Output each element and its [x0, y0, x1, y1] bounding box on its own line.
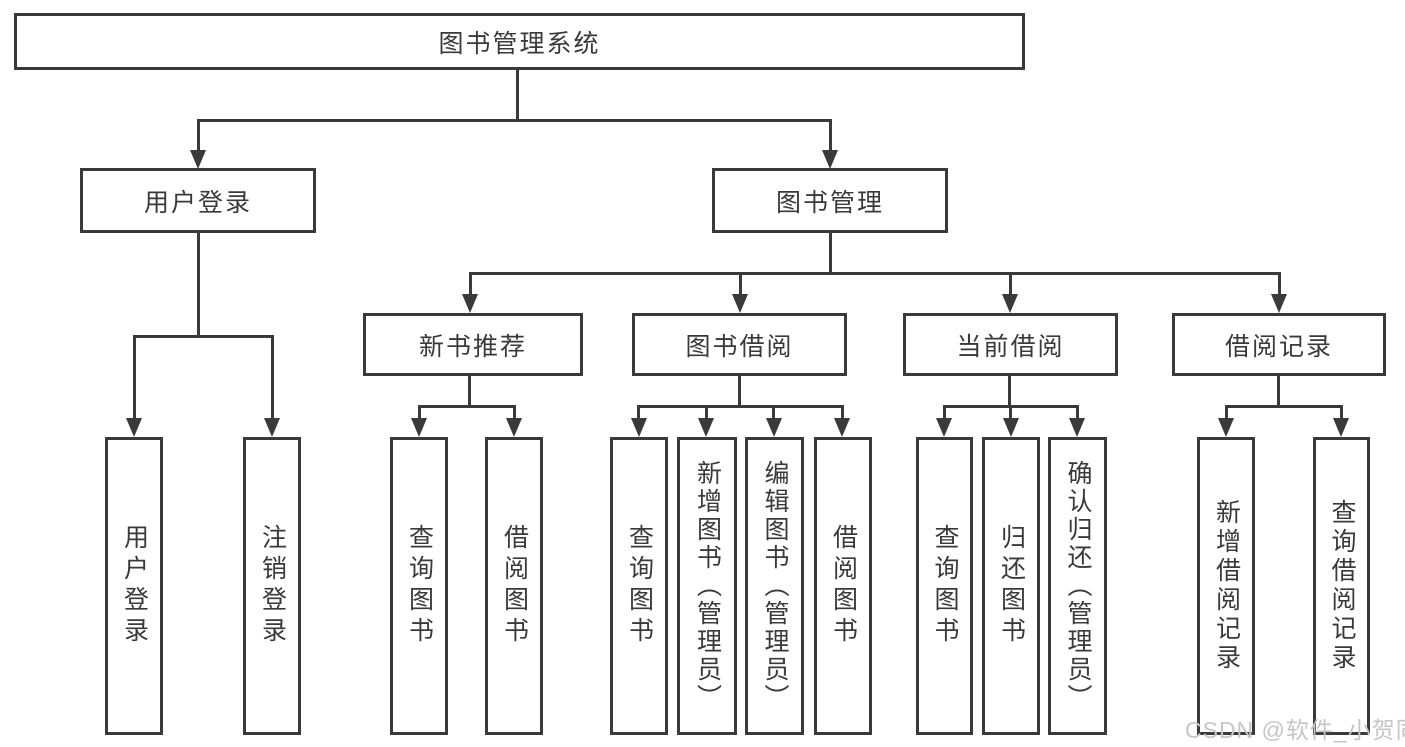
connector-module-drop: [1009, 272, 1012, 296]
arrow-down-icon: [834, 418, 850, 437]
connector-module-stem: [1277, 376, 1280, 408]
connector-root-split: [197, 119, 832, 122]
node-leaf-add-borrow-record: 新增借阅记录: [1197, 437, 1255, 735]
connector-login-split: [133, 335, 274, 338]
arrow-down-icon: [766, 418, 782, 437]
connector-module-stem: [468, 376, 471, 408]
node-leaf-query-books-recommend: 查询图书: [390, 437, 448, 735]
arrow-down-icon: [1271, 294, 1287, 313]
connector-leaf-drop: [1225, 405, 1228, 420]
connector-leaf-drop: [1076, 405, 1079, 420]
watermark-text: CSDN @软件_小贺同学: [1185, 717, 1405, 743]
node-leaf-edit-book-admin: 编辑图书（管理员）: [745, 437, 804, 735]
connector-leaf-drop: [418, 405, 421, 420]
node-leaf-borrow-books-borrowing: 借阅图书: [814, 437, 872, 735]
connector-root-stem: [516, 70, 519, 121]
connector-book-mgmt-drop: [829, 119, 832, 152]
connector-leaf-drop: [133, 335, 136, 419]
connector-leaf-drop: [841, 405, 844, 420]
connector-leaf-drop: [271, 335, 274, 419]
connector-leaf-drop: [1009, 405, 1012, 420]
connector-module-drop: [1278, 272, 1281, 296]
arrow-down-icon: [1069, 418, 1085, 437]
connector-mgmt-split: [469, 272, 1281, 275]
connector-user-login-drop: [197, 119, 200, 152]
node-borrowing-records: 借阅记录: [1172, 313, 1386, 376]
connector-module-split: [418, 405, 516, 408]
arrow-down-icon: [411, 418, 427, 437]
connector-module-stem: [1008, 376, 1011, 408]
arrow-down-icon: [631, 418, 647, 437]
node-leaf-logout: 注销登录: [243, 437, 301, 735]
connector-module-drop: [739, 272, 742, 296]
arrow-down-icon: [462, 294, 478, 313]
connector-mgmt-stem: [829, 233, 832, 275]
node-leaf-confirm-return-admin: 确认归还（管理员）: [1048, 437, 1107, 735]
connector-leaf-drop: [943, 405, 946, 420]
node-leaf-add-book-admin: 新增图书（管理员）: [677, 437, 737, 735]
arrow-down-icon: [264, 418, 280, 437]
arrow-down-icon: [822, 150, 838, 169]
node-book-management-branch: 图书管理: [712, 168, 948, 233]
arrow-down-icon: [698, 418, 714, 437]
node-leaf-return-book: 归还图书: [982, 437, 1040, 735]
node-book-borrowing: 图书借阅: [632, 313, 847, 376]
arrow-down-icon: [506, 418, 522, 437]
arrow-down-icon: [936, 418, 952, 437]
connector-leaf-drop: [637, 405, 640, 420]
connector-leaf-drop: [772, 405, 775, 420]
connector-module-drop: [469, 272, 472, 296]
arrow-down-icon: [1002, 294, 1018, 313]
node-leaf-query-books-current: 查询图书: [916, 437, 973, 735]
node-leaf-query-borrow-record: 查询借阅记录: [1313, 437, 1370, 735]
arrow-down-icon: [190, 150, 206, 169]
arrow-down-icon: [126, 418, 142, 437]
arrow-down-icon: [732, 294, 748, 313]
connector-module-split: [637, 405, 844, 408]
connector-login-stem: [197, 233, 200, 338]
node-leaf-query-books-borrowing: 查询图书: [610, 437, 668, 735]
connector-leaf-drop: [705, 405, 708, 420]
node-leaf-user-login: 用户登录: [105, 437, 163, 735]
node-new-book-recommendation: 新书推荐: [363, 313, 583, 376]
node-system-root: 图书管理系统: [14, 13, 1025, 70]
node-user-login-branch: 用户登录: [80, 168, 316, 233]
node-leaf-borrow-books-recommend: 借阅图书: [485, 437, 543, 735]
connector-leaf-drop: [1340, 405, 1343, 420]
node-current-borrowing: 当前借阅: [903, 313, 1118, 376]
connector-module-stem: [738, 376, 741, 408]
arrow-down-icon: [1003, 418, 1019, 437]
connector-leaf-drop: [513, 405, 516, 420]
connector-module-split: [1225, 405, 1343, 408]
arrow-down-icon: [1333, 418, 1349, 437]
arrow-down-icon: [1218, 418, 1234, 437]
